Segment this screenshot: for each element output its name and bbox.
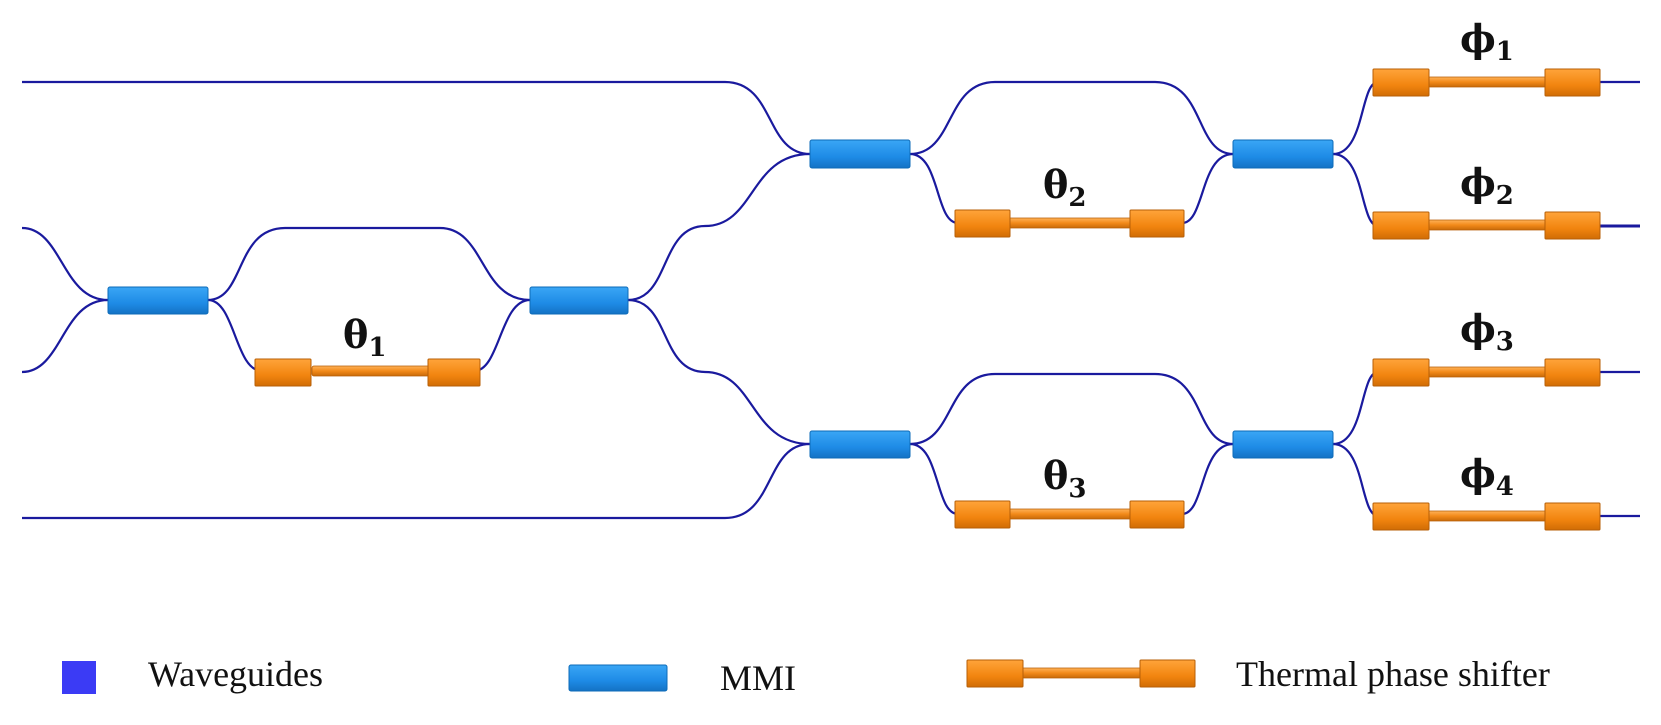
waveguide xyxy=(1181,152,1234,225)
waveguide xyxy=(22,80,811,156)
waveguide xyxy=(909,80,1234,156)
waveguide xyxy=(909,152,959,225)
waveguide xyxy=(21,226,109,302)
waveguide xyxy=(627,298,811,446)
waveguide xyxy=(1181,442,1234,516)
legend-waveguide-swatch xyxy=(62,661,96,694)
phase-shifter-theta3 xyxy=(954,500,1185,529)
phase-shifter-phi2 xyxy=(1372,211,1601,240)
waveguide xyxy=(22,442,811,520)
waveguide xyxy=(473,298,531,373)
mmi-coupler xyxy=(1232,430,1334,459)
waveguide xyxy=(207,298,263,373)
mmi-coupler xyxy=(529,286,629,315)
waveguide xyxy=(1332,370,1379,446)
waveguide xyxy=(627,152,811,302)
waveguide xyxy=(207,226,531,302)
label-phi4: ϕ4 xyxy=(1460,451,1514,502)
label-theta1: θ1 xyxy=(343,312,386,363)
waveguide xyxy=(1332,152,1379,228)
legend: Waveguides MMI Thermal phase shifter xyxy=(62,654,1550,698)
legend-mmi-swatch xyxy=(568,664,668,692)
legend-waveguides-label: Waveguides xyxy=(148,654,323,694)
legend-thermal-swatch xyxy=(966,659,1196,688)
label-theta2: θ2 xyxy=(1043,162,1086,213)
mmi-coupler xyxy=(809,430,911,459)
waveguide xyxy=(21,298,109,374)
label-theta3: θ3 xyxy=(1043,453,1086,504)
waveguide xyxy=(1332,80,1379,156)
legend-mmi-label: MMI xyxy=(720,658,796,698)
phase-shifter-phi3 xyxy=(1372,358,1601,387)
legend-thermal-label: Thermal phase shifter xyxy=(1236,654,1550,694)
phase-shifter-theta2 xyxy=(954,209,1185,238)
waveguide xyxy=(909,442,959,516)
phase-shifter-phi4 xyxy=(1372,502,1601,531)
phase-shifter-theta1 xyxy=(254,358,481,387)
mmi-coupler xyxy=(107,286,209,315)
mmi-coupler xyxy=(1232,139,1334,169)
label-phi1: ϕ1 xyxy=(1460,16,1514,67)
waveguide-network xyxy=(21,80,1640,520)
mmi-couplers xyxy=(107,139,1334,459)
phase-shifter-phi1 xyxy=(1372,68,1601,97)
label-phi3: ϕ3 xyxy=(1460,306,1514,357)
waveguide xyxy=(1332,442,1379,518)
label-phi2: ϕ2 xyxy=(1460,160,1514,211)
waveguide xyxy=(909,372,1234,446)
mmi-coupler xyxy=(809,139,911,169)
